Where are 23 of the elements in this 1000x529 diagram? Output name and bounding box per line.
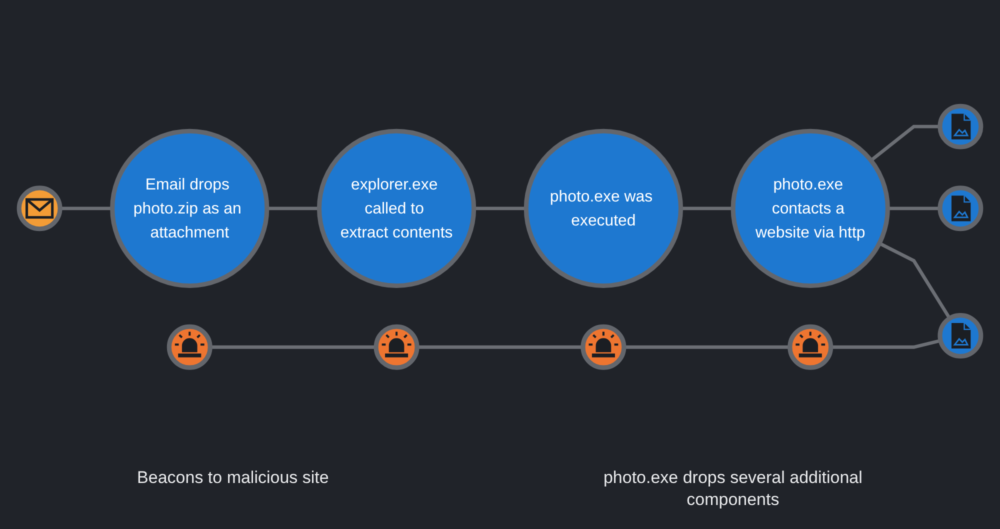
node-circle: [938, 103, 984, 149]
node-circle: explorer.exe called to extract contents: [316, 128, 476, 288]
group-caption: Beacons to malicious site: [137, 467, 329, 489]
connector: [60, 206, 112, 210]
group-caption: photo.exe drops several additional components: [602, 467, 863, 511]
node-circle: photo.exe was executed: [524, 128, 684, 288]
connector: [870, 124, 940, 162]
node-circle: [16, 185, 62, 231]
node-circle: [938, 185, 984, 231]
connector: [878, 241, 952, 319]
connector: [474, 206, 526, 210]
connector: [266, 206, 320, 210]
connector: [830, 338, 941, 348]
node-circle: [938, 312, 984, 358]
node-circle: [166, 324, 212, 370]
node-circle: photo.exe contacts a website via http: [730, 128, 890, 288]
connector: [417, 345, 583, 348]
node-circle: Email drops photo.zip as an attachment: [110, 128, 270, 288]
node-circle: [580, 324, 626, 370]
connector: [888, 206, 940, 210]
connector: [680, 206, 734, 210]
node-circle: [788, 324, 834, 370]
node-circle: [374, 324, 420, 370]
